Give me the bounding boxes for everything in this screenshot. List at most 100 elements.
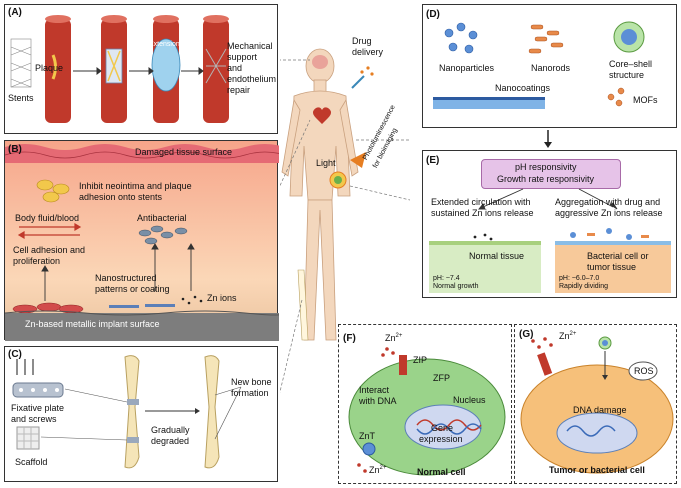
zip-label: ZIP (413, 355, 428, 365)
mof-icon (607, 87, 625, 107)
nano-line-1: Nanostructured (95, 273, 157, 283)
heart-icon (313, 107, 331, 124)
zn-top-label: Zn2+ (385, 333, 403, 343)
bacterial-line-2: tumor tissue (587, 262, 637, 272)
panel-f-graphics (348, 347, 506, 476)
dna-damage-label: DNA damage (573, 405, 627, 415)
nanocoating-icon (433, 97, 545, 109)
panel-c-label: (C) (8, 349, 22, 360)
mofs-label: MOFs (633, 95, 658, 105)
zn-channel-icon (537, 352, 553, 376)
panel-f: (F) Zn2+ ZIP ZFP Interact with DNA Nucle… (338, 324, 512, 484)
light-beam-icon (350, 152, 366, 168)
panel-g-graphics (520, 336, 674, 474)
antibacterial-label: Antibacterial (137, 213, 187, 223)
panel-d-graphics (433, 21, 645, 109)
plate-icon (12, 382, 64, 398)
nanoparticles-label: Nanoparticles (439, 63, 495, 73)
stent-mesh-icon (10, 38, 32, 88)
extension-label: Extension (149, 41, 180, 48)
inhibit-line-2: adhesion onto stents (79, 192, 163, 202)
responsivity-line-2: Growth rate responsivity (497, 174, 595, 184)
drug-dots (360, 66, 374, 76)
normal-ph-line-1: pH: ~7.4 (433, 275, 460, 282)
panel-g-label: (G) (519, 329, 534, 340)
mechanical-line-4: endothelium (227, 74, 277, 84)
zn-bottom-label: Zn2+ (369, 465, 387, 475)
panel-g: (G) Zn2+ ROS DNA damage Tumor or bacteri… (514, 324, 677, 484)
interact-line-1: Interact (359, 385, 390, 395)
gene-line-2: expression (419, 434, 463, 444)
panel-c: (C) Fixative plate and screws Scaffold G… (4, 346, 278, 482)
panel-b-graphics (5, 144, 279, 341)
human-body-icon (281, 48, 359, 341)
aggregation-line-2: aggressive Zn ions release (555, 208, 663, 218)
new-bone-line-1: New bone (231, 377, 272, 387)
normal-cell-label: Normal cell (417, 467, 466, 477)
center-body: Drug delivery Light Photoluminescence fo… (280, 0, 410, 488)
vessel-extension-icon (151, 15, 181, 123)
mechanical-line-5: repair (227, 85, 251, 95)
nano-line-2: patterns or coating (95, 284, 170, 294)
panel-d-label: (D) (426, 9, 440, 20)
fixative-line-2: and screws (11, 414, 57, 424)
new-bone-line-2: formation (231, 388, 269, 398)
panel-b-label: (B) (8, 144, 22, 155)
panel-c-graphics (12, 355, 242, 469)
panel-e: (E) pH responsivity Growth rate responsi… (422, 150, 677, 298)
process-arrows (73, 67, 204, 75)
body-fluid-label: Body fluid/blood (15, 213, 80, 223)
syringe-icon (351, 75, 365, 89)
interact-line-2: with DNA (359, 396, 397, 406)
panel-a: (A) Stents Plaque Extension Mechanical s… (4, 4, 278, 134)
gradually-line-2: degraded (151, 436, 190, 446)
aggregation-line-1: Aggregation with drug and (555, 197, 661, 207)
panel-f-label: (F) (343, 333, 356, 344)
stents-label: Stents (8, 93, 34, 103)
panel-e-graphics (429, 188, 671, 293)
panel-d: (D) Nanoparticles Nanorods Core–shell st… (422, 4, 677, 128)
ros-cloud-icon (628, 361, 658, 381)
scaffold-label: Scaffold (15, 457, 48, 467)
light-label: Light (316, 158, 336, 168)
cell-adhesion-line-1: Cell adhesion and (13, 245, 86, 255)
mechanical-line-1: Mechanical (227, 41, 273, 51)
normal-ph-line-2: Normal growth (433, 283, 479, 290)
normal-tissue-label: Normal tissue (469, 251, 525, 261)
cell-adhesion-line-2: proliferation (13, 256, 61, 266)
bacterial-ph-line-1: pH: ~6.0–7.0 (559, 275, 600, 282)
vessel-repaired-icon (203, 15, 229, 123)
fixative-line-1: Fixative plate (11, 403, 65, 413)
drug-delivery-line-2: delivery (352, 47, 384, 57)
scaffold-icon (16, 426, 40, 450)
extended-line-2: sustained Zn ions release (431, 208, 534, 218)
nanorod-icon (528, 24, 564, 54)
zip-transporter-icon (399, 355, 407, 375)
gradually-line-1: Gradually (151, 425, 190, 435)
responsivity-box (481, 159, 621, 189)
nanorods-label: Nanorods (531, 63, 571, 73)
panel-a-label: (A) (8, 7, 22, 18)
nucleus-icon (404, 404, 482, 450)
mechanical-line-3: and (227, 63, 243, 73)
bacterial-tissue-block (555, 241, 671, 293)
tumor-cell-label: Tumor or bacterial cell (549, 465, 645, 475)
ros-label: ROS (634, 366, 654, 376)
nanoparticle-icon (444, 22, 478, 54)
znt-label: ZnT (359, 431, 376, 441)
bone-icon (124, 355, 140, 469)
bone-healed-icon (204, 355, 220, 469)
inhibit-line-1: Inhibit neointima and plaque (79, 181, 192, 191)
damaged-tissue-label: Damaged tissue surface (135, 147, 233, 157)
nanocoatings-label: Nanocoatings (495, 83, 551, 93)
zn-label: Zn2+ (559, 331, 577, 341)
bacteria-icon (138, 225, 188, 245)
screw-icon (16, 359, 34, 375)
damaged-dna-icon (566, 425, 616, 437)
plaque-label: Plaque (35, 63, 64, 73)
coreshell-line-2: structure (609, 70, 645, 80)
responsivity-line-1: pH responsivity (515, 162, 577, 172)
panel-b: (B) Damaged tissue surface Inhibit neoin… (4, 140, 279, 341)
brain-icon (312, 55, 328, 69)
drug-delivery-line-1: Drug (352, 36, 372, 46)
